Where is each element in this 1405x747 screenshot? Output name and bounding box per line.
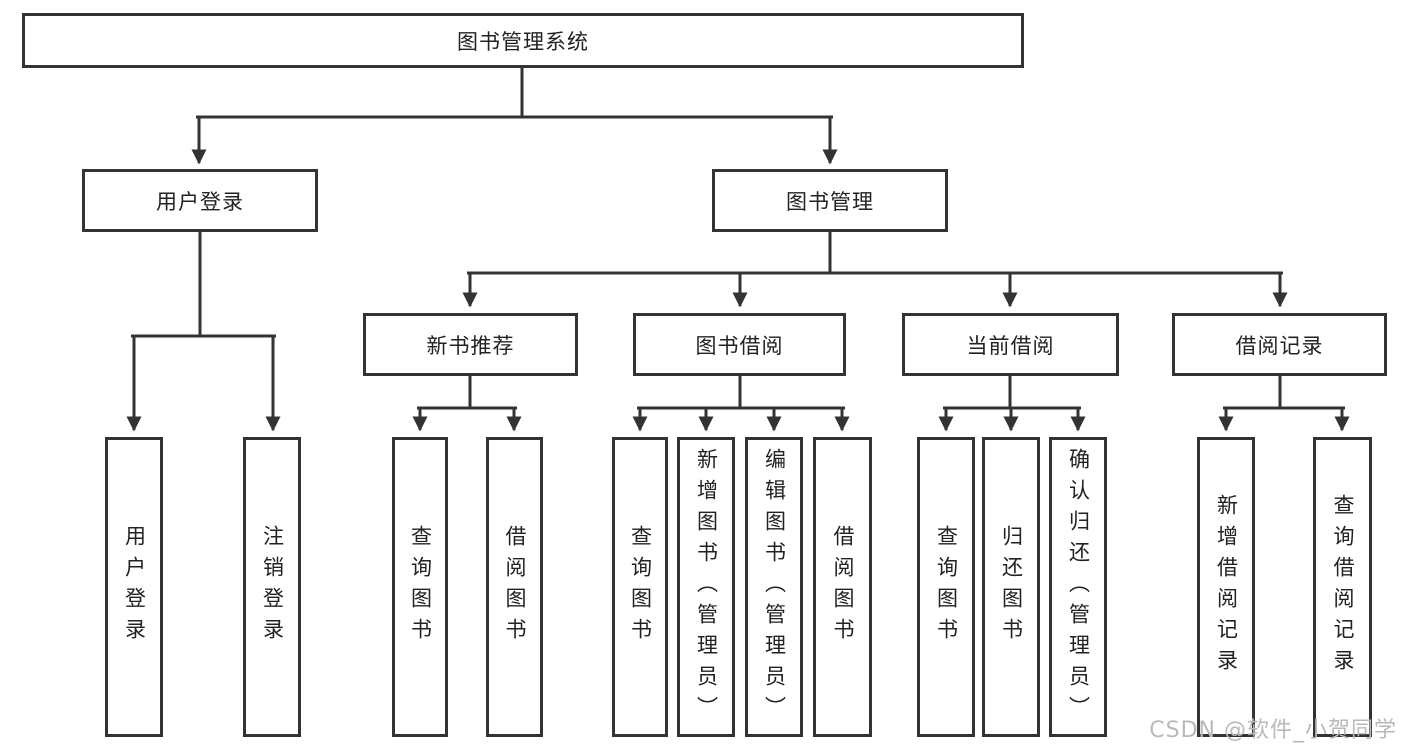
- leaf-user-login: 用户登录: [105, 437, 163, 737]
- connector-current-borrow-children: [938, 374, 1086, 432]
- connector-book-management-children: [462, 230, 1288, 308]
- node-borrow-records: 借阅记录: [1172, 313, 1387, 376]
- connector-new-book-children: [412, 374, 522, 432]
- leaf-confirm-return-admin: 确认归还（管理员）: [1049, 437, 1107, 737]
- leaf-query-books-recommend: 查询图书: [392, 437, 448, 737]
- connector-book-borrow-children: [632, 374, 850, 432]
- leaf-borrow-books: 借阅图书: [813, 437, 872, 737]
- leaf-edit-books-admin: 编辑图书（管理员）: [745, 437, 803, 737]
- leaf-logout: 注销登录: [243, 437, 301, 737]
- node-library-system: 图书管理系统: [22, 13, 1024, 68]
- leaf-query-books-borrow: 查询图书: [612, 437, 668, 737]
- leaf-add-borrow-record: 新增借阅记录: [1197, 437, 1255, 737]
- node-book-borrow: 图书借阅: [633, 313, 846, 376]
- leaf-query-borrow-record: 查询借阅记录: [1313, 437, 1372, 737]
- node-new-book-recommend: 新书推荐: [363, 313, 578, 376]
- connector-borrow-records-children: [1218, 374, 1350, 432]
- node-user-login: 用户登录: [82, 169, 318, 232]
- leaf-borrow-books-recommend: 借阅图书: [486, 437, 543, 737]
- csdn-watermark: CSDN @软件_小贺同学: [1149, 718, 1397, 743]
- leaf-return-books: 归还图书: [982, 437, 1040, 737]
- node-current-borrow: 当前借阅: [902, 313, 1119, 376]
- node-book-management: 图书管理: [712, 169, 948, 232]
- connector-root-to-level2: [191, 66, 838, 165]
- connector-user-login-children: [126, 230, 281, 432]
- leaf-add-books-admin: 新增图书（管理员）: [677, 437, 735, 737]
- leaf-query-books-current: 查询图书: [917, 437, 975, 737]
